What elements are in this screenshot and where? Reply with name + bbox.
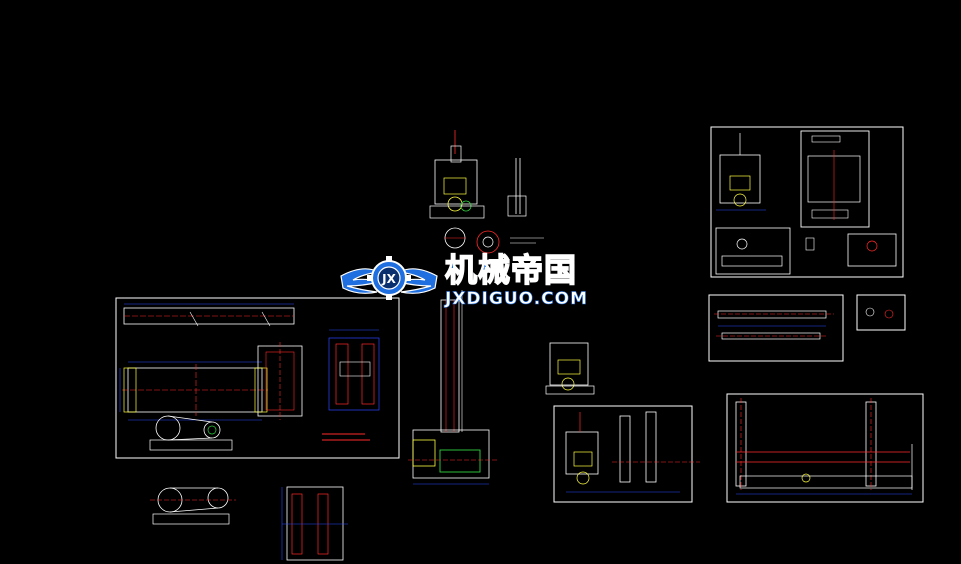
- drawing-view-motor-base: [150, 487, 236, 525]
- logo-letters: JX: [381, 272, 396, 286]
- drawing-view-gearbox-small: [545, 342, 595, 395]
- watermark-brand-en: JXDIGUO.COM: [445, 289, 589, 310]
- drawing-sheet-mid-right: [553, 405, 700, 503]
- drawing-view-rail-detail: [281, 486, 348, 561]
- winged-gear-logo-icon: JX: [340, 256, 438, 300]
- site-watermark: JX 机械帝国 JXDIGUO.COM: [333, 248, 633, 312]
- drawing-sheet-top-right: [710, 126, 904, 278]
- drawing-view-column-assembly: [408, 130, 544, 485]
- drawing-sheet-bottom-right: [726, 393, 924, 503]
- drawing-sheet-small-parts: [856, 294, 906, 331]
- drawing-sheet-left-assembly: [115, 297, 400, 459]
- drawing-sheet-shaft: [708, 294, 844, 362]
- watermark-brand-cn: 机械帝国: [444, 251, 578, 289]
